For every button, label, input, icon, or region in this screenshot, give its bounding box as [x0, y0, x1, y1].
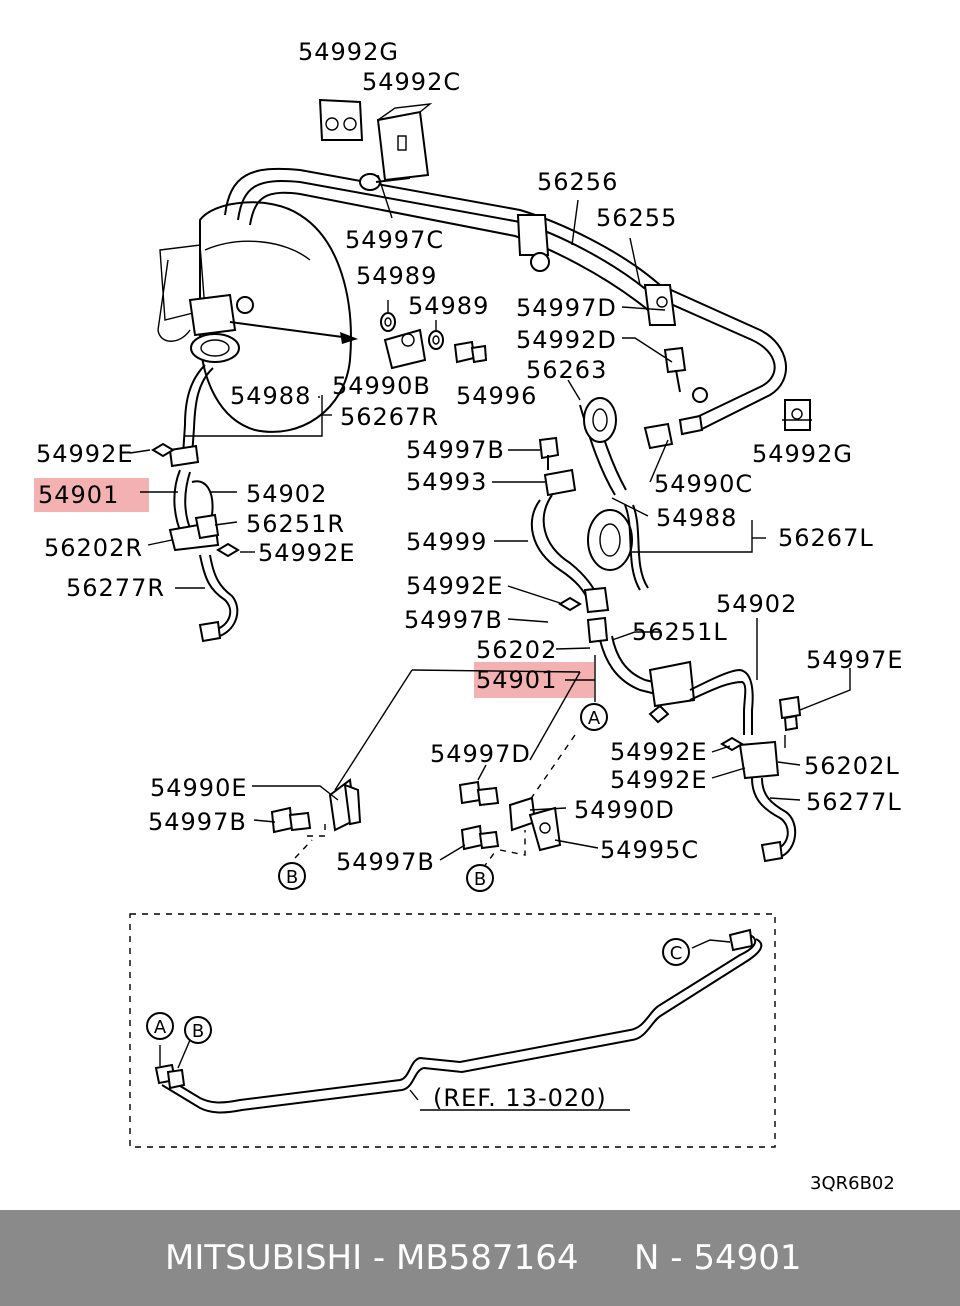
bolt-54997B-left	[270, 806, 312, 834]
callout-B-inset-text: B	[192, 1021, 204, 1042]
label-56277R: 56277R	[66, 574, 165, 602]
label-54989-b: 54989	[408, 292, 489, 320]
highlight-54901-left	[34, 478, 149, 512]
label-56251L: 56251L	[632, 618, 728, 646]
label-56202R: 56202R	[44, 534, 143, 562]
label-54992E-right2: 54992E	[610, 766, 708, 794]
left-brake-hose	[168, 364, 239, 643]
label-56202: 56202	[476, 636, 557, 664]
drawing-code: 3QR6B02	[810, 1173, 895, 1194]
arrow-head	[340, 332, 358, 344]
bolt-54997E	[778, 695, 802, 732]
label-54997E: 54997E	[806, 646, 904, 674]
ref-label: (REF. 13-020)	[433, 1084, 607, 1112]
right-brake-hose	[530, 399, 797, 863]
label-56251R: 56251R	[246, 510, 345, 538]
label-54997D-b: 54997D	[430, 740, 531, 768]
clip-54993	[543, 468, 577, 497]
clip-54992E-left	[151, 442, 175, 458]
label-56267R: 56267R	[340, 403, 439, 431]
washer-54989-b	[428, 330, 444, 350]
clip-54992E-right1	[648, 704, 670, 724]
callout-B-mid-text: B	[474, 869, 486, 890]
label-54999: 54999	[406, 528, 487, 556]
label-54992G-top: 54992G	[298, 38, 399, 66]
label-54901-right: 54901	[476, 666, 557, 694]
callout-A-mid: A	[580, 703, 608, 731]
bracket-54995C	[528, 806, 562, 852]
label-54901-left: 54901	[38, 481, 119, 509]
callout-A-mid-text: A	[588, 708, 601, 729]
label-54992G-right: 54992G	[752, 440, 853, 468]
inset-panel: A B C (REF. 13-020)	[129, 913, 776, 1148]
label-56267L: 56267L	[778, 524, 874, 552]
label-54989-a: 54989	[356, 262, 437, 290]
label-56263: 56263	[526, 356, 607, 384]
callout-C-inset: C	[662, 938, 690, 966]
fitting-54990C	[643, 414, 704, 450]
label-54993: 54993	[406, 468, 487, 496]
label-54995C: 54995C	[600, 836, 699, 864]
label-54992E-left2: 54992E	[258, 539, 356, 567]
label-56202L: 56202L	[804, 752, 900, 780]
arrow-to-54990B	[229, 321, 351, 339]
clip-54992E-mid	[558, 596, 582, 612]
label-54992E-mid: 54992E	[406, 572, 504, 600]
label-54997B-b: 54997B	[404, 606, 503, 634]
label-54990B: 54990B	[332, 372, 431, 400]
label-54988-left: 54988	[656, 504, 737, 532]
label-54992E-right1: 54992E	[610, 738, 708, 766]
label-54997B-a: 54997B	[406, 436, 505, 464]
callout-B-left-text: B	[286, 867, 298, 888]
label-56256: 56256	[537, 168, 618, 196]
label-54992D: 54992D	[516, 326, 617, 354]
callout-A-inset: A	[146, 1012, 174, 1040]
label-54996: 54996	[456, 382, 537, 410]
callout-A-inset-text: A	[154, 1017, 167, 1038]
bolt-54996	[453, 340, 488, 364]
label-54902-right: 54902	[716, 590, 797, 618]
label-54988-right: 54988	[230, 382, 311, 410]
label-54990C: 54990C	[654, 470, 753, 498]
label-54990D: 54990D	[574, 796, 675, 824]
footer-part-number: MITSUBISHI - MB587164	[165, 1238, 579, 1278]
clip-56255	[643, 284, 677, 326]
label-54902-left: 54902	[246, 480, 327, 508]
label-54997B-c: 54997B	[148, 808, 247, 836]
callout-B-inset: B	[184, 1016, 212, 1044]
bolt-54997D-lower	[458, 780, 500, 807]
block-54990B	[383, 328, 427, 370]
label-54997B-d: 54997B	[336, 848, 435, 876]
bolt-54997B-mid	[460, 824, 500, 851]
footer-bar: MITSUBISHI - MB587164 N - 54901	[0, 1210, 960, 1306]
callout-B-left: B	[278, 862, 306, 890]
label-54992E-left: 54992E	[36, 440, 134, 468]
clip-54992E-left2	[216, 542, 240, 558]
loop-56263	[583, 397, 617, 443]
callout-C-inset-text: C	[670, 943, 683, 964]
footer-position-number: N - 54901	[634, 1238, 802, 1278]
fitting-54997D	[663, 346, 708, 403]
label-56255: 56255	[596, 204, 677, 232]
clip-54992C	[376, 103, 433, 182]
label-54992C: 54992C	[362, 68, 461, 96]
proportioning-valve-left	[188, 293, 254, 363]
part-labels: 54992G 54992C 56256 56255 54997C 54989 5…	[36, 38, 904, 1194]
clip-54992G-right	[784, 399, 811, 431]
washer-54989-a	[380, 312, 396, 332]
callout-B-mid: B	[466, 864, 494, 892]
parts-diagram: A B B A B C (REF. 13-020)	[34, 38, 904, 1194]
label-54990E: 54990E	[150, 774, 248, 802]
label-54997C: 54997C	[345, 226, 444, 254]
clip-54992G-top	[318, 98, 364, 141]
label-56277L: 56277L	[806, 788, 902, 816]
label-54997D-a: 54997D	[516, 294, 617, 322]
clip-56256	[516, 214, 550, 272]
bolt-54997B-a	[538, 436, 560, 470]
bracket-54990E	[328, 778, 362, 832]
